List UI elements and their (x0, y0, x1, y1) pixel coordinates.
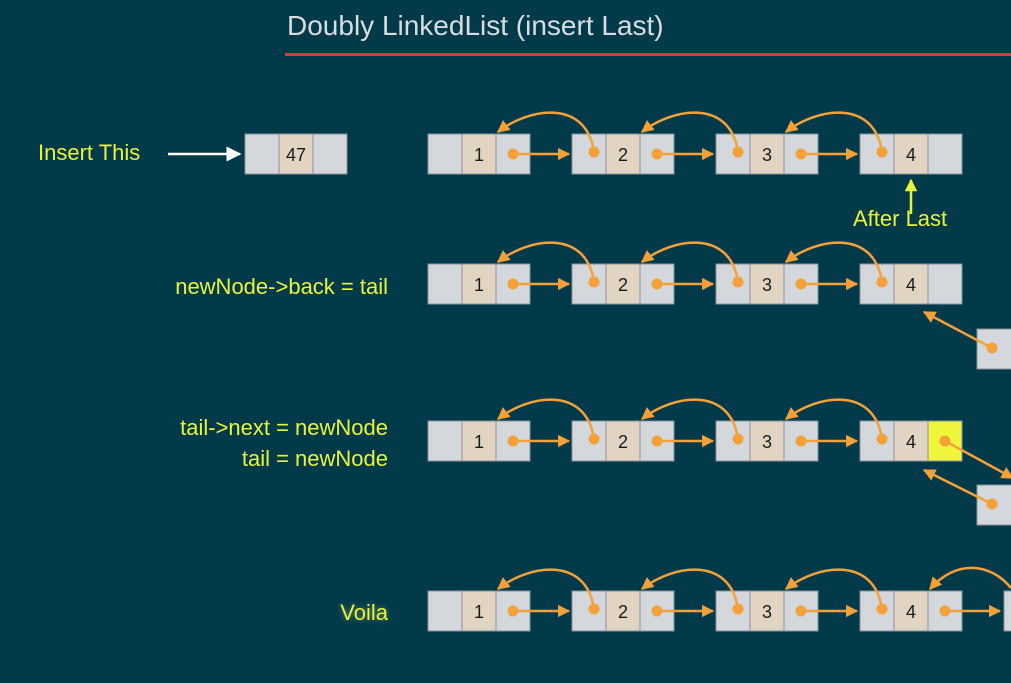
row3-node-1-value: 2 (618, 602, 628, 622)
row0-back-arrow-1 (497, 111, 596, 153)
row1-node-2-data-cell (749, 263, 785, 305)
step-3-line-2: tail = newNode (241, 446, 388, 471)
after-last-label: After Last (853, 206, 948, 231)
row0-node-0-back-cell (427, 133, 463, 175)
row2-node-2-value: 3 (762, 432, 772, 452)
row2-back-arrow-3 (785, 398, 884, 440)
page-title: Doubly LinkedList (insert Last) (287, 10, 664, 41)
row3-node-3-value: 4 (906, 602, 916, 622)
row1-node-0-data-cell (461, 263, 497, 305)
row1-node-0-back-cell (427, 263, 463, 305)
row0-back-arrow-2 (641, 111, 740, 153)
row0-node-1-value: 2 (618, 145, 628, 165)
step-4-line-1: Voila (340, 600, 388, 625)
row3-back-arrow-4 (929, 566, 1011, 590)
row0-node-3-next-cell (927, 133, 963, 175)
row2-node-0-back-cell (427, 420, 463, 462)
row1-back-arrow-2 (641, 241, 740, 283)
row3-back-arrow-1 (497, 568, 596, 610)
row0-node-1-data-cell (605, 133, 641, 175)
row2-back-arrow-2 (641, 398, 740, 440)
row2-node-2-data-cell (749, 420, 785, 462)
row0-node-0-value: 1 (474, 145, 484, 165)
row0-node-3-data-cell (893, 133, 929, 175)
row1-node-0-value: 1 (474, 275, 484, 295)
row3-node-0-back-cell (427, 590, 463, 632)
row2-node-0-value: 1 (474, 432, 484, 452)
row3-back-arrow-3 (785, 568, 884, 610)
row1-node-1-value: 2 (618, 275, 628, 295)
row2-node-3-next-cell (927, 420, 963, 462)
row3-back-arrow-2 (641, 568, 740, 610)
step-2-line-1: newNode->back = tail (175, 274, 388, 299)
row2-node-1-data-cell (605, 420, 641, 462)
row3-node-0-value: 1 (474, 602, 484, 622)
row2-node-1-value: 2 (618, 432, 628, 452)
step-3-line-1: tail->next = newNode (180, 415, 388, 440)
row1-node-3-value: 4 (906, 275, 916, 295)
row1-back-arrow-3 (785, 241, 884, 283)
row1-back-arrow-1 (497, 241, 596, 283)
title-underline (285, 53, 1011, 56)
row0-back-arrow-3 (785, 111, 884, 153)
row0-node-3-value: 4 (906, 145, 916, 165)
new-node-value: 47 (286, 145, 306, 165)
row1-node-1-data-cell (605, 263, 641, 305)
insert-this-label: Insert This (38, 140, 141, 165)
row3-node-2-value: 3 (762, 602, 772, 622)
row0-node-2-value: 3 (762, 145, 772, 165)
row2-new-node-back-arrow (922, 468, 993, 506)
row2-tail-next-arrow (944, 439, 1011, 479)
row2-node-3-value: 4 (906, 432, 916, 452)
row1-node-2-value: 3 (762, 275, 772, 295)
new-node-back-cell (244, 133, 280, 175)
row3-node-0-data-cell (461, 590, 497, 632)
row1-node-3-next-cell (927, 263, 963, 305)
new-node-next-cell (312, 133, 348, 175)
row3-node-1-data-cell (605, 590, 641, 632)
row3-node-2-data-cell (749, 590, 785, 632)
row2-back-arrow-1 (497, 398, 596, 440)
row3-new-node-partial (1003, 590, 1011, 632)
row1-new-node-back-arrow (922, 310, 993, 350)
